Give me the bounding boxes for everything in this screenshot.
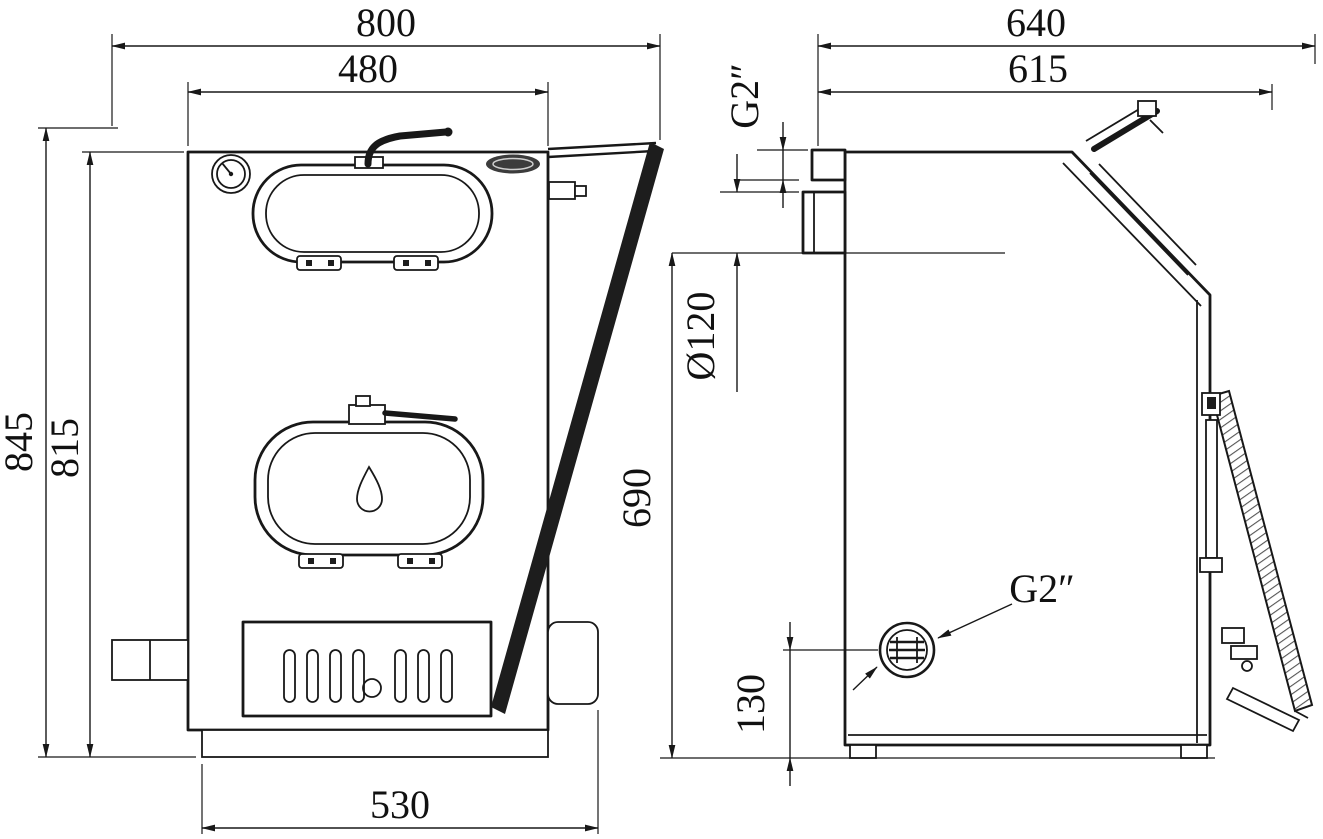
return-thread-label: G2″: [1009, 566, 1075, 611]
upper-door: [251, 127, 494, 271]
boiler-side-outline: [843, 150, 1212, 759]
foot-left: [849, 744, 877, 759]
dim-front-body-height: 815: [42, 151, 184, 758]
dim-front-base-width: 530: [201, 710, 599, 834]
open-door-panel: [1210, 389, 1314, 713]
foot-right: [1180, 744, 1208, 759]
return-fitting: [878, 621, 936, 679]
front-upper-width-label: 480: [338, 46, 398, 91]
side-view: 640 615 G2″ Ø120 690: [614, 0, 1316, 786]
flue-axis-height-label: 690: [614, 468, 659, 528]
return-height-label: 130: [728, 674, 773, 734]
side-body-depth-label: 615: [1008, 46, 1068, 91]
dim-front-overall-width: 800: [111, 0, 661, 140]
lower-door-hinge-right: [397, 553, 443, 569]
upper-door-handle: [364, 128, 450, 168]
thermometer: [211, 154, 251, 194]
upper-door-hinge-right: [393, 255, 439, 271]
front-view: 800 480 845 815 530: [0, 0, 664, 834]
dim-front-total-height: 845: [0, 127, 196, 758]
hinge-rod: [1205, 419, 1218, 559]
dim-side-body-depth: 615: [817, 46, 1273, 110]
door-bracket: [1225, 686, 1301, 733]
keyhole: [356, 465, 383, 513]
top-door-handle: [1085, 100, 1164, 152]
dim-top-connection: G2″: [722, 63, 808, 208]
dim-return-height: 130: [728, 622, 878, 786]
open-door-front: [491, 141, 664, 714]
lower-door: [253, 395, 485, 569]
top-connection-stub: [810, 148, 847, 182]
front-base-width-label: 530: [370, 782, 430, 827]
side-overall-depth-label: 640: [1006, 0, 1066, 45]
dim-front-upper-width: 480: [187, 46, 549, 146]
flue-pipe: [672, 190, 1005, 255]
open-door-panel-edge: [491, 142, 664, 714]
label-return-thread: G2″: [852, 566, 1075, 691]
lower-door-hinge-left: [298, 553, 344, 569]
top-connection-thread-label: G2″: [722, 63, 767, 129]
front-body-height-label: 815: [42, 418, 87, 478]
open-door-side: [1199, 389, 1314, 733]
grille-knob: [362, 678, 382, 698]
dim-flue-axis-height: 690: [614, 252, 676, 759]
lower-door-latch: [382, 410, 458, 422]
upper-door-hinge-left: [296, 255, 342, 271]
ash-grille: [241, 620, 493, 718]
dim-flue-diameter: Ø120: [678, 154, 799, 392]
front-overall-width-label: 800: [356, 0, 416, 45]
brand-plate: [486, 154, 540, 174]
front-total-height-label: 845: [0, 412, 41, 472]
flue-diameter-label: Ø120: [678, 292, 723, 381]
